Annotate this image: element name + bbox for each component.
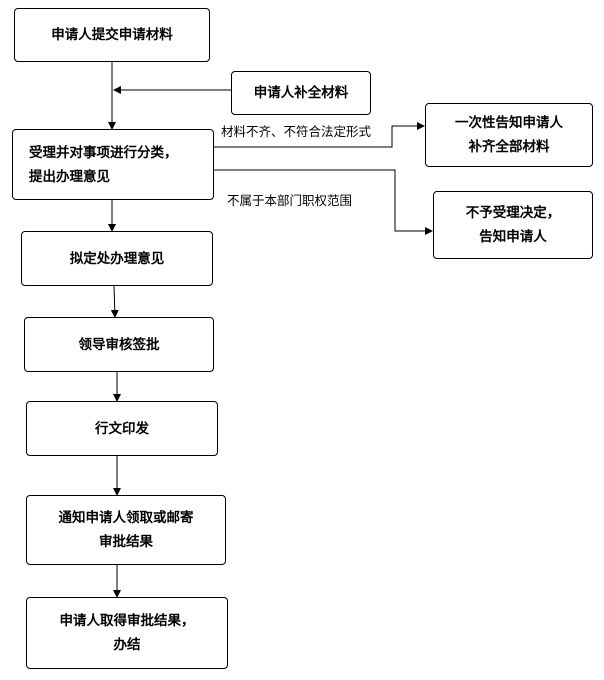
node-obtain-result: 申请人取得审批结果， 办结 (26, 597, 228, 669)
node-reject: 不予受理决定， 告知申请人 (433, 191, 593, 259)
node-draft-opinion-text: 拟定处办理意见 (69, 250, 165, 267)
node-submit-application-text: 申请人提交申请材料 (51, 27, 173, 43)
node-obtain-result-line2: 办结 (113, 637, 141, 653)
node-notify-once: 一次性告知申请人 补齐全部材料 (425, 103, 593, 167)
node-draft-opinion: 拟定处办理意见 (21, 231, 213, 286)
arrow-accept-to-notify-once (214, 122, 425, 148)
node-issue-document-text: 行文印发 (95, 420, 149, 437)
node-notify-once-line2: 补齐全部材料 (468, 139, 550, 155)
arrow-draft-to-leader (110, 285, 119, 318)
node-supplement-materials: 申请人补全材料 (231, 71, 371, 115)
edge-label-incomplete: 材料不齐、不符合法定形式 (221, 124, 372, 139)
edge-label-out-of-scope: 不属于本部门职权范围 (227, 193, 353, 208)
node-submit-application: 申请人提交申请材料 (14, 8, 210, 62)
node-leader-review: 领导审核签批 (24, 317, 214, 372)
node-notify-collect: 通知申请人领取或邮寄 审批结果 (26, 495, 226, 565)
node-obtain-result-line1: 申请人取得审批结果， (59, 613, 195, 629)
node-notify-collect-line2: 审批结果 (99, 534, 153, 550)
node-reject-line1: 不予受理决定， (465, 205, 561, 221)
node-issue-document: 行文印发 (26, 401, 218, 456)
node-leader-review-text: 领导审核签批 (78, 336, 160, 353)
arrow-accept-to-reject (214, 169, 433, 235)
node-notify-collect-line1: 通知申请人领取或邮寄 (58, 510, 194, 526)
node-reject-line2: 告知申请人 (479, 229, 547, 245)
node-accept-classify: 受理并对事项进行分类， 提出办理意见 (12, 129, 214, 200)
node-accept-classify-line2: 提出办理意见 (29, 168, 110, 185)
node-supplement-materials-text: 申请人补全材料 (253, 85, 349, 101)
node-notify-once-line1: 一次性告知申请人 (455, 115, 563, 131)
node-accept-classify-line1: 受理并对事项进行分类， (29, 144, 178, 161)
